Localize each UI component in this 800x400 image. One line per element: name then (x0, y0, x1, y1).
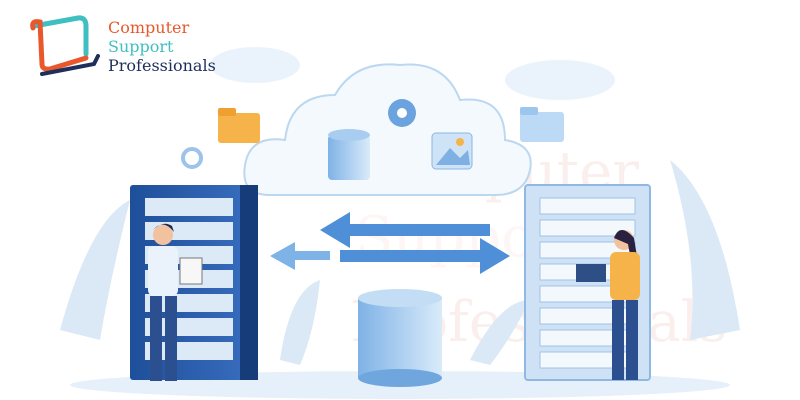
person-with-clipboard (148, 223, 203, 381)
arrows-icon (270, 212, 510, 274)
person-with-laptop (576, 230, 640, 380)
logo-text-computer: Computer (108, 18, 190, 37)
company-logo: Computer Support Professionals (28, 14, 228, 80)
logo-text-professionals: Professionals (108, 56, 216, 75)
folder-icon (520, 107, 564, 142)
gear-icon (181, 147, 203, 169)
logo-text-support: Support (108, 37, 174, 56)
monitor-logo-icon (30, 15, 100, 76)
image-icon (431, 132, 473, 170)
folder-icon (218, 108, 260, 143)
gear-icon (388, 99, 416, 127)
database-icon (328, 129, 370, 180)
database-stack-icon (358, 289, 442, 387)
cloud-icon (243, 63, 532, 196)
